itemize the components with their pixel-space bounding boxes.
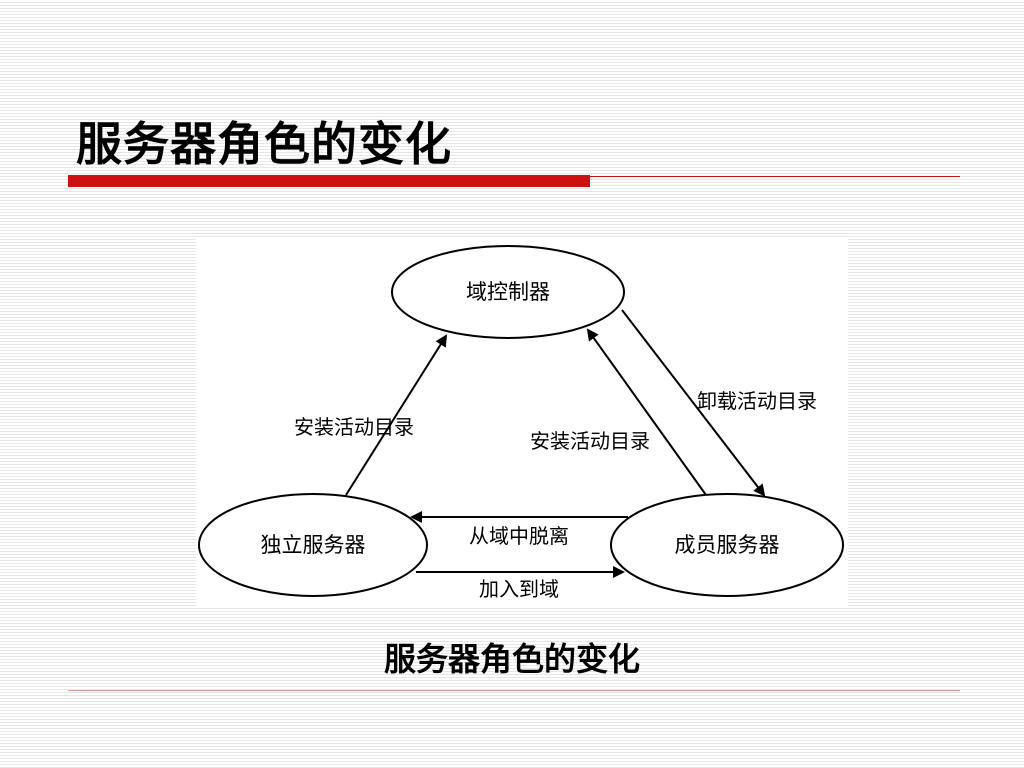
label-install-ad-right: 安装活动目录 <box>530 429 650 453</box>
title-underline-thin <box>590 176 960 177</box>
label-install-ad-left: 安装活动目录 <box>294 415 414 439</box>
arrow-standalone-to-dc <box>345 334 448 496</box>
member-server-label: 成员服务器 <box>675 533 780 557</box>
member-server-node <box>610 493 844 597</box>
label-join-domain: 加入到域 <box>479 577 559 601</box>
title-underline-thick <box>68 175 590 187</box>
label-leave-domain: 从域中脱离 <box>469 524 569 548</box>
domain-controller-node <box>391 245 625 339</box>
standalone-server-node <box>198 493 428 597</box>
standalone-server-label: 独立服务器 <box>261 533 366 557</box>
diagram-caption: 服务器角色的变化 <box>383 640 640 678</box>
arrow-dc-to-member <box>621 309 766 497</box>
label-uninstall-ad: 卸载活动目录 <box>697 389 817 413</box>
role-diagram: 域控制器 独立服务器 成员服务器 安装活动目录 安装活动目录 卸载活动目录 从域… <box>196 238 848 608</box>
domain-controller-label: 域控制器 <box>466 280 550 304</box>
arrow-member-to-dc <box>586 328 707 496</box>
slide-title: 服务器角色的变化 <box>76 117 452 171</box>
footer-divider <box>68 690 960 691</box>
